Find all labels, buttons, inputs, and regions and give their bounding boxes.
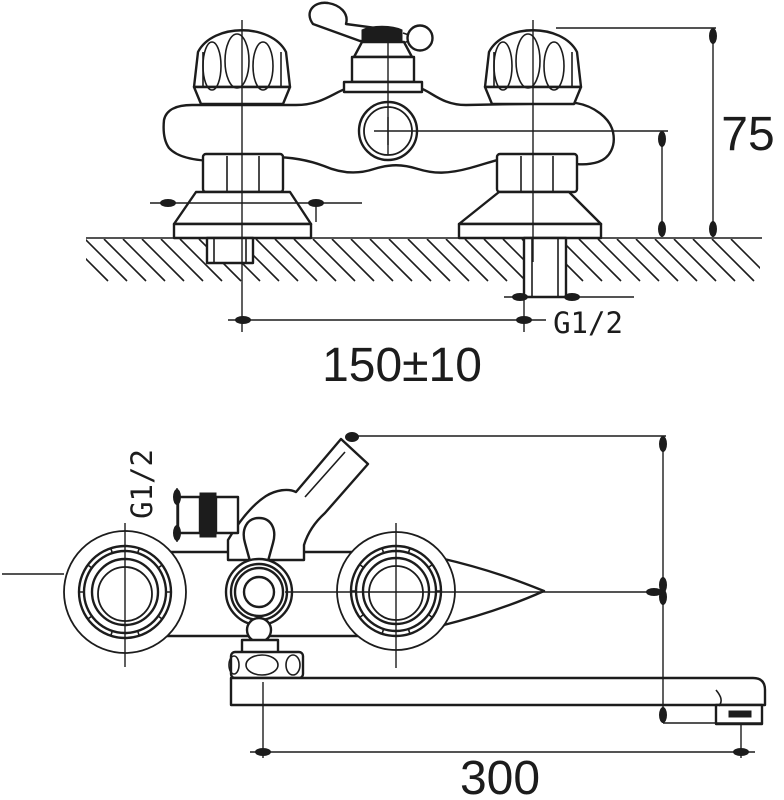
front-centerlines bbox=[241, 20, 668, 332]
dimension-300: 300 bbox=[250, 682, 755, 800]
left-hex-nut bbox=[201, 152, 285, 194]
lever-knob bbox=[406, 24, 434, 52]
wall-hatching bbox=[86, 237, 762, 282]
front-view: 75 G1/2 150±10 bbox=[86, 1, 775, 392]
dim-spout-length-label: 300 bbox=[460, 752, 540, 800]
right-inlet-pipe bbox=[522, 236, 568, 299]
dimension-75: 75 bbox=[556, 27, 775, 237]
left-inlet-pipe bbox=[205, 236, 255, 265]
dimension-thread-front: G1/2 bbox=[504, 293, 634, 340]
spout bbox=[228, 638, 767, 726]
flange-dimension bbox=[150, 199, 362, 222]
diverter-pin bbox=[245, 616, 273, 644]
side-height-dimensions bbox=[356, 435, 761, 724]
dim-thread-side-label: G1/2 bbox=[125, 449, 159, 519]
shower-hose-connection bbox=[176, 492, 240, 538]
side-centerlines bbox=[2, 523, 661, 668]
right-hex-nut bbox=[495, 152, 579, 194]
right-wall-flange bbox=[457, 190, 603, 240]
side-diverter-hub bbox=[224, 557, 294, 644]
dimension-thread-side: G1/2 bbox=[125, 449, 181, 542]
dimension-150: 150±10 bbox=[228, 316, 546, 392]
dim-wall-depth-label: 75 bbox=[721, 108, 774, 161]
dim-center-distance-label: 150±10 bbox=[322, 339, 482, 392]
dim-thread-front-label: G1/2 bbox=[553, 306, 623, 340]
diverter-lever bbox=[308, 1, 434, 94]
side-view: G1/2 300 bbox=[2, 432, 767, 800]
